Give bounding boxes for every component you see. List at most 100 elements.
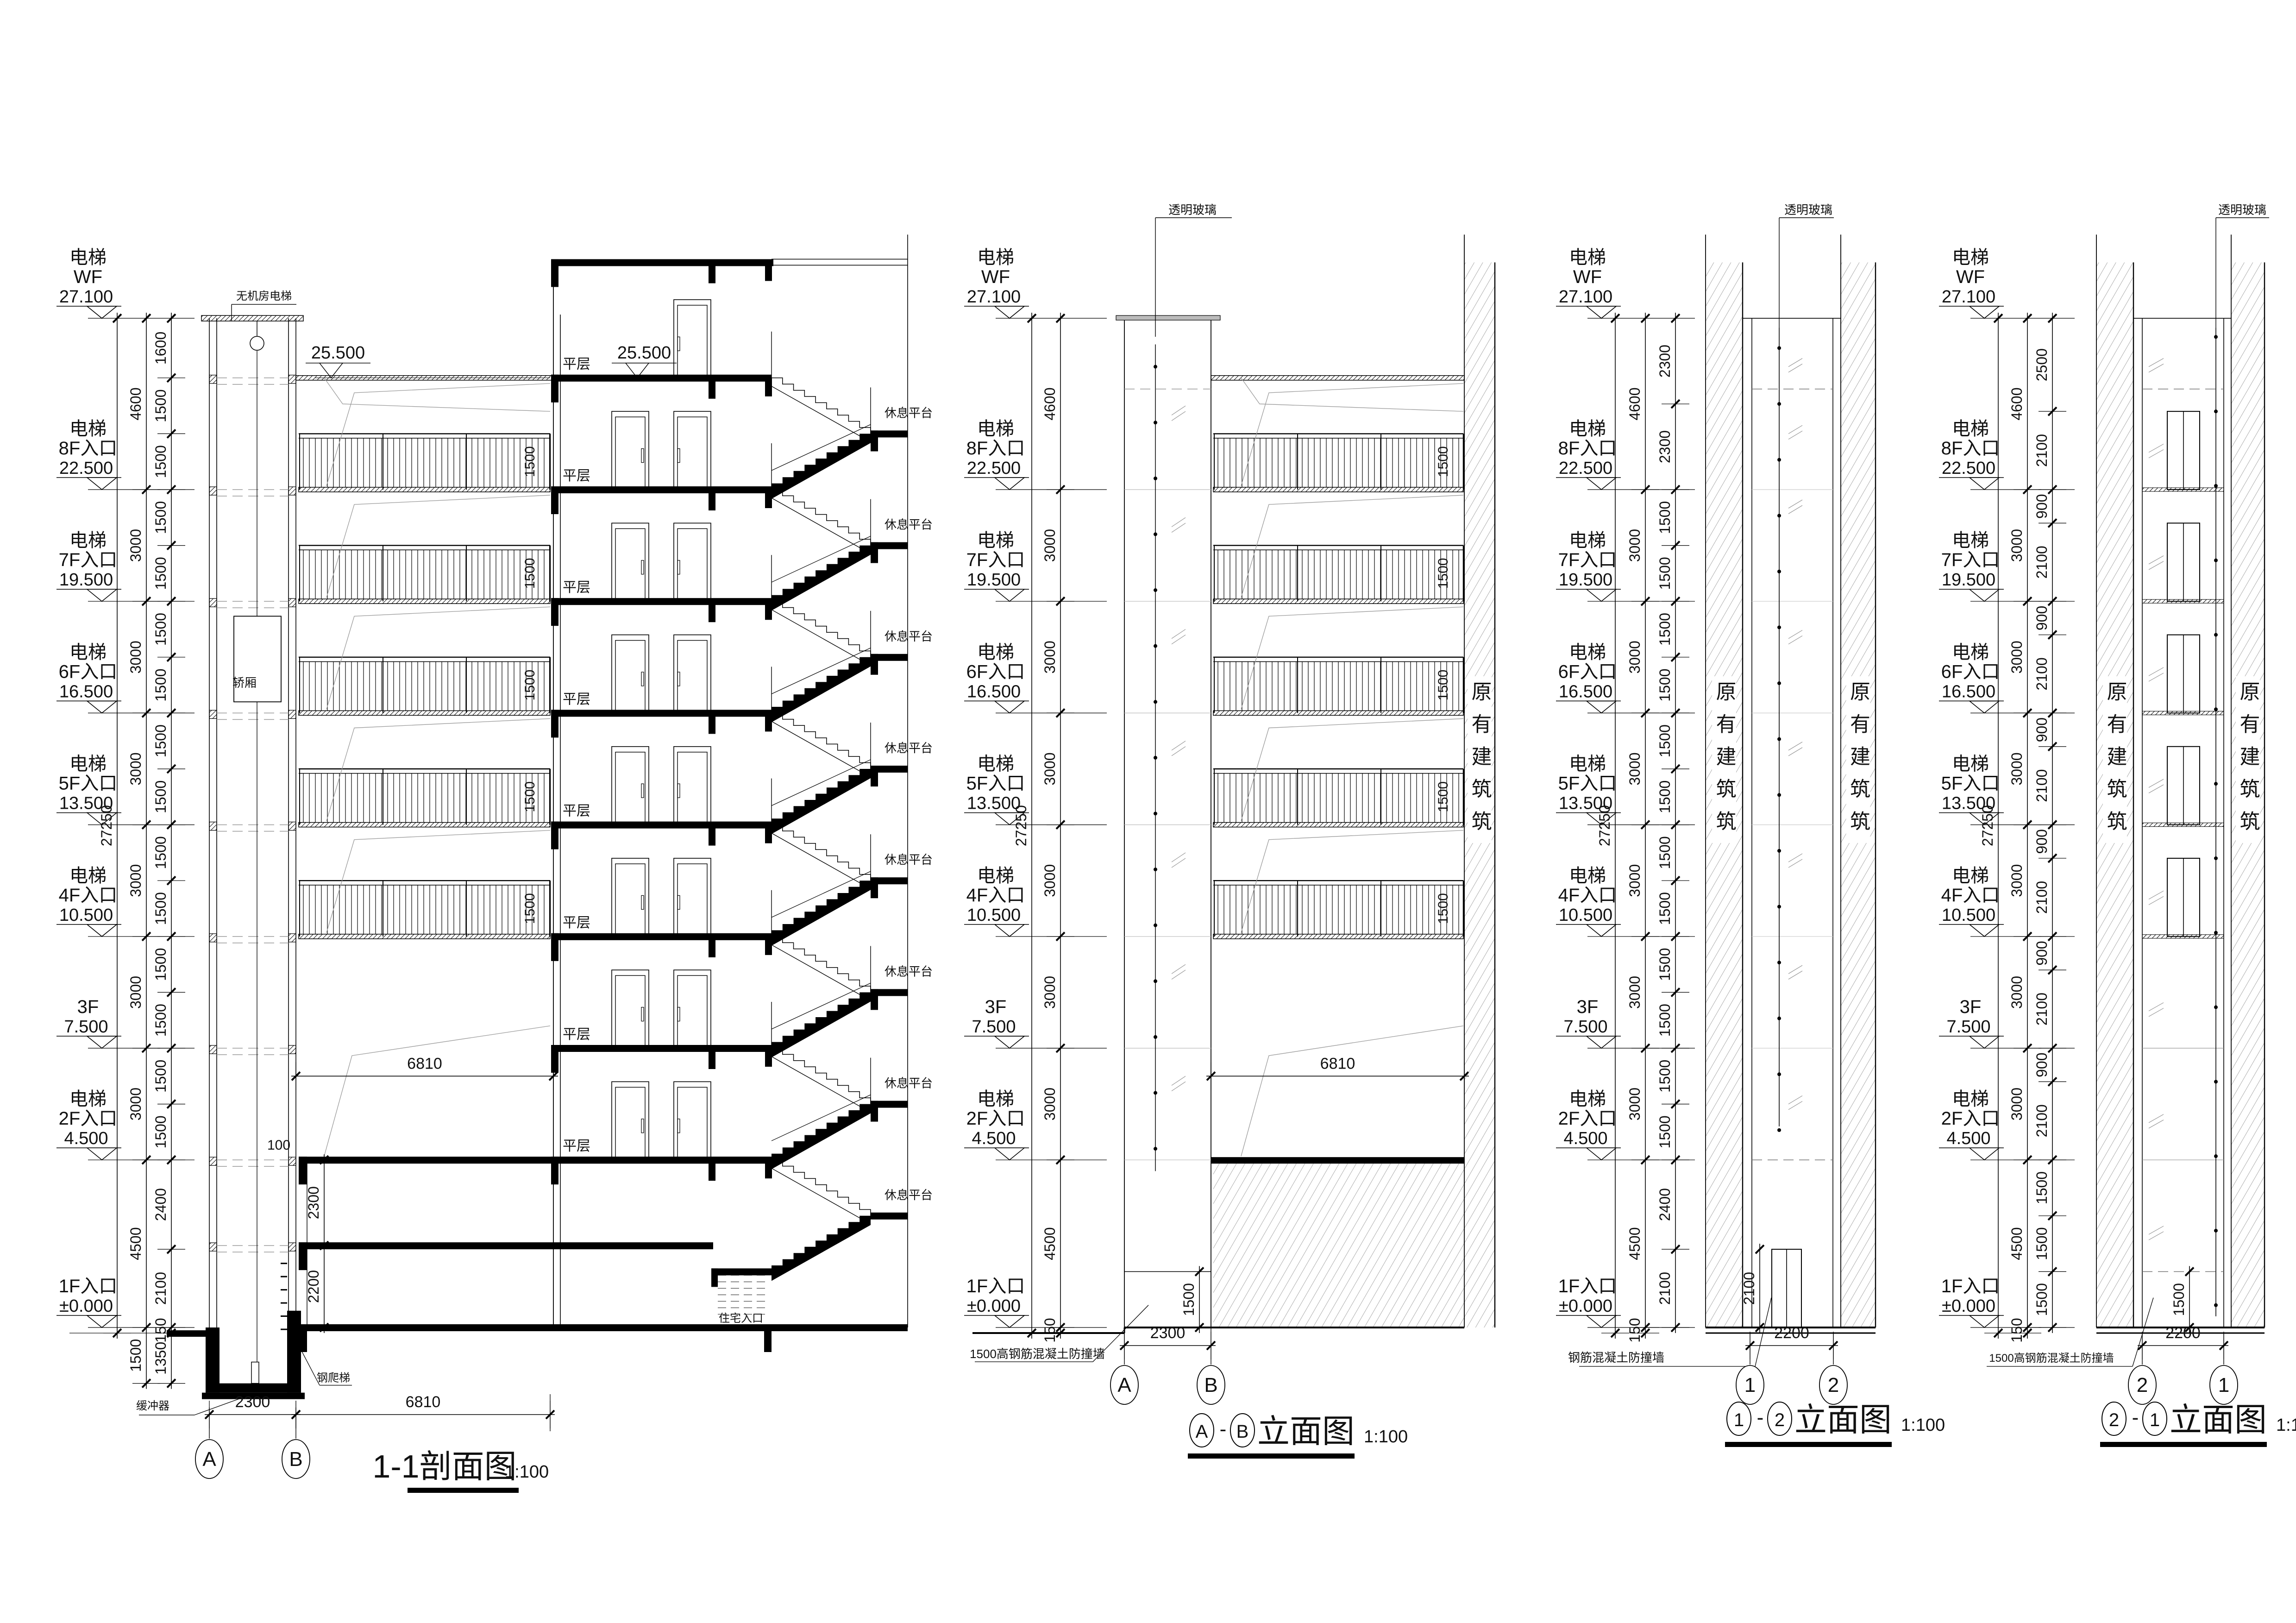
pit-floor (206, 1383, 301, 1393)
glass-fixing-point (1777, 961, 1781, 965)
flat-landing-label: 平层 (563, 1027, 590, 1042)
level-triangle-icon (1968, 700, 2001, 714)
railing-height-label: 1500 (1436, 670, 1451, 701)
level-name: 电梯 (69, 1089, 107, 1109)
beam (709, 936, 715, 957)
leader-gray-line (324, 1025, 551, 1157)
floor-slab-hatched (298, 598, 551, 604)
floor-slab-hatched (1213, 487, 1464, 492)
glass-reflection-mark (2148, 673, 2164, 682)
door-handle-icon (677, 560, 680, 575)
level-elevation: 7.500 (972, 1017, 1016, 1037)
title-underline (1188, 1453, 1355, 1459)
flat-landing-label: 平层 (563, 692, 590, 707)
leader-gray-line (1241, 377, 1464, 412)
glass-reflection-mark (2148, 784, 2164, 793)
floor-slab (551, 821, 772, 829)
stair-soffit (771, 386, 871, 443)
level-triangle-icon (86, 306, 118, 319)
glass-reflection-mark (1788, 635, 1803, 645)
beam (765, 713, 772, 732)
level-name: 电梯 (69, 642, 107, 662)
glass-reflection-mark (2148, 1226, 2164, 1235)
level-floor: 4F入口 (1558, 885, 1617, 906)
stair-flight-cut (772, 1104, 871, 1170)
dimension-value: 1500 (1656, 557, 1673, 590)
stair-flight-beyond (772, 489, 871, 546)
dimension-value: 1350 (152, 1342, 169, 1375)
shaft-beam (288, 821, 296, 831)
dimension-value: 4600 (1626, 387, 1643, 420)
axis-bubble (282, 1439, 310, 1479)
level-floor: 6F入口 (1941, 661, 2000, 682)
handrail-line (771, 424, 871, 471)
axis-label: 2 (1828, 1374, 1839, 1397)
dimension-value: 3000 (1041, 1088, 1058, 1120)
dimension-value: 900 (2033, 941, 2050, 965)
wall-stub (551, 821, 558, 849)
drawing-scale: 1:100 (1364, 1427, 1408, 1447)
level-floor: 5F入口 (966, 774, 1025, 794)
stair-flight-cut (772, 545, 871, 611)
floor-slab (551, 1157, 772, 1164)
landing-beam (871, 542, 878, 563)
level-floor: 2F入口 (1941, 1108, 2000, 1129)
level-elevation: 4.500 (1563, 1129, 1607, 1148)
level-triangle-icon (993, 1315, 1026, 1328)
door-leaf (677, 975, 708, 1049)
door-leaf (677, 640, 708, 714)
glass-reflection-mark (1788, 630, 1803, 639)
level-floor: 5F入口 (1558, 774, 1617, 794)
level-floor: 2F入口 (1558, 1108, 1617, 1129)
glass-reflection-mark (1788, 859, 1803, 868)
door-leaf (677, 528, 708, 602)
glass-fixing-point (2214, 1303, 2218, 1307)
glass-fixing-point (1777, 793, 1781, 797)
leader-gray-line (1241, 830, 1464, 933)
dimension-value: 1500 (152, 613, 169, 646)
stair-flight-beyond (772, 712, 871, 769)
ground-floor-slab (299, 1324, 908, 1331)
level-elevation: 4.500 (64, 1129, 108, 1148)
door-frame (611, 969, 649, 1049)
dimension-value: 2100 (1656, 1272, 1673, 1305)
dimension-value: 3000 (1041, 752, 1058, 785)
shaft-beam (288, 598, 296, 607)
level-triangle-icon (993, 700, 1026, 714)
glass-reflection-mark (2148, 1008, 2164, 1017)
drawing-title: 立面图 (1794, 1402, 1892, 1438)
dimension-value: 1500 (1656, 613, 1673, 646)
glass-reflection-mark (2148, 1120, 2164, 1129)
level-name: 电梯 (1569, 247, 1606, 268)
landing-beam (871, 766, 878, 786)
shaft-beam (288, 933, 296, 943)
axis-label: 1 (1744, 1374, 1756, 1397)
shaft-beam (209, 1242, 217, 1252)
level-elevation: 10.500 (1559, 906, 1612, 925)
shaft-roof-cap (1116, 315, 1221, 321)
glass-fixing-point (1777, 1128, 1781, 1132)
dimension-value: 1600 (152, 332, 169, 365)
dimension-tick (1993, 313, 2003, 323)
dimension-value: 900 (2033, 1052, 2050, 1077)
beam (765, 824, 772, 843)
dimension-tick (1194, 1266, 1204, 1277)
level-elevation: 27.100 (1559, 287, 1612, 307)
dimension-value: 27250 (1013, 805, 1029, 846)
level-triangle-icon (625, 363, 650, 379)
railing-height-label: 1500 (522, 781, 538, 812)
glass-reflection-mark (2148, 779, 2164, 788)
existing-building-label: 原有建筑筑 (1468, 681, 1492, 843)
level-name: 电梯 (1569, 1089, 1606, 1109)
wall-stub (299, 1242, 307, 1271)
door-handle-icon (677, 895, 680, 910)
line (1755, 1297, 1772, 1367)
wall-stub (299, 1157, 307, 1185)
dimension-value: 3000 (2008, 641, 2025, 673)
elevator-note-label: 无机房电梯 (236, 290, 292, 302)
dimension-value: 3000 (2008, 976, 2025, 1009)
title-axis-bubble (2142, 1402, 2167, 1436)
level-floor: 4F入口 (59, 885, 118, 906)
dimension-value: 1500 (152, 501, 169, 534)
dimension-value: 1500 (1656, 1115, 1673, 1148)
